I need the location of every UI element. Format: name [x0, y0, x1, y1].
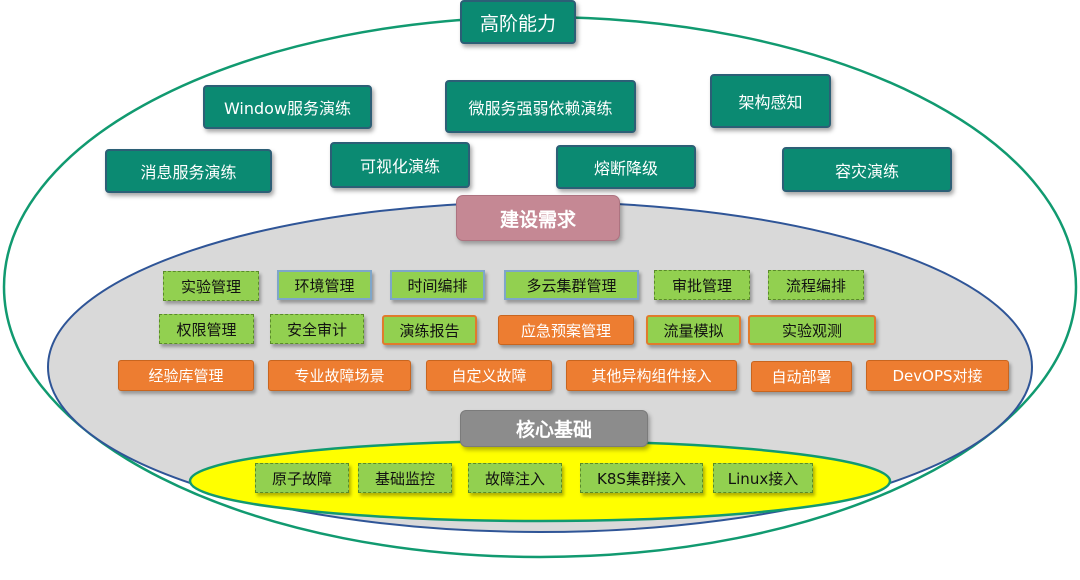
req-approval-management: 审批管理: [654, 270, 750, 300]
outer-item-visual-drill: 可视化演练: [330, 142, 470, 188]
req-permission-management: 权限管理: [159, 314, 254, 344]
req-experiment-management: 实验管理: [163, 271, 259, 301]
req-emergency-plan-management: 应急预案管理: [498, 315, 634, 345]
req-process-orchestration: 流程编排: [768, 270, 864, 300]
req-professional-fault-scenarios: 专业故障场景: [268, 360, 411, 391]
req-drill-report: 演练报告: [382, 315, 477, 345]
core-k8s-cluster-access: K8S集群接入: [580, 463, 703, 493]
middle-layer-title: 建设需求: [456, 195, 620, 241]
core-layer-title: 核心基础: [460, 410, 648, 447]
req-auto-deployment: 自动部署: [751, 361, 852, 392]
outer-item-architecture-awareness: 架构感知: [710, 74, 831, 128]
req-heterogeneous-component-access: 其他异构组件接入: [566, 360, 737, 391]
core-fault-injection: 故障注入: [468, 463, 562, 493]
core-atomic-fault: 原子故障: [255, 463, 349, 493]
req-custom-fault: 自定义故障: [426, 360, 552, 391]
outer-item-disaster-recovery-drill: 容灾演练: [782, 147, 952, 192]
req-time-orchestration: 时间编排: [390, 270, 485, 300]
req-devops-integration: DevOPS对接: [866, 360, 1009, 391]
req-traffic-simulation: 流量模拟: [646, 315, 741, 345]
outer-item-microservice-dependency-drill: 微服务强弱依赖演练: [445, 80, 636, 133]
outer-layer-title: 高阶能力: [460, 0, 576, 44]
req-environment-management: 环境管理: [277, 270, 372, 300]
core-basic-monitoring: 基础监控: [358, 463, 452, 493]
req-multicloud-cluster-management: 多云集群管理: [504, 270, 639, 300]
req-experiment-observation: 实验观测: [748, 315, 876, 345]
req-security-audit: 安全审计: [270, 314, 364, 344]
outer-item-circuit-breaker: 熔断降级: [556, 145, 696, 189]
outer-item-message-service-drill: 消息服务演练: [105, 149, 272, 193]
core-linux-access: Linux接入: [713, 463, 813, 493]
req-experience-library-management: 经验库管理: [118, 360, 254, 391]
outer-item-window-drill: Window服务演练: [203, 85, 372, 129]
